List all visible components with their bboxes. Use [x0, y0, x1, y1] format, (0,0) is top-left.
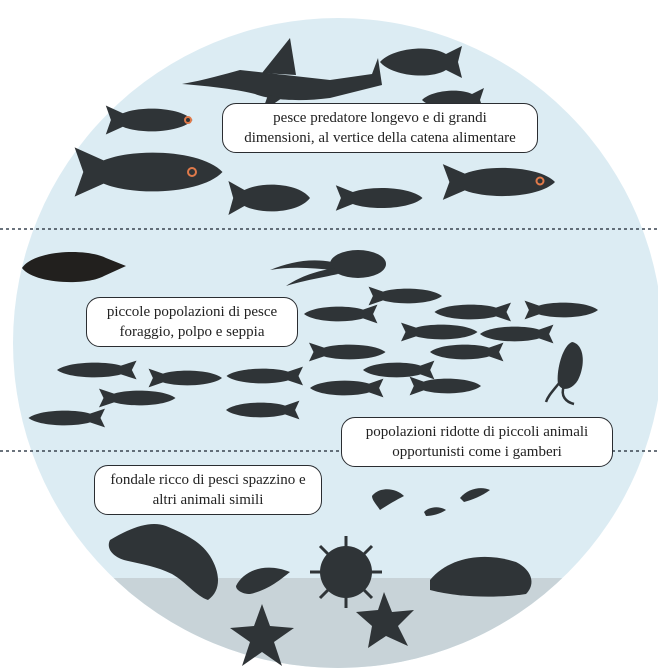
octopus-icon: [270, 250, 386, 286]
eye-icon: [187, 167, 197, 177]
label-opportunists: popolazioni ridotte di piccoli animali o…: [341, 417, 613, 467]
grouper-icon: [22, 252, 126, 283]
sea-cucumber-icon: [108, 523, 218, 600]
shrimp-group: [372, 488, 490, 516]
starfish-icon: [230, 604, 294, 666]
label-top-line-2: dimensioni, al vertice della catena alim…: [244, 130, 516, 146]
anemone-icon: [236, 567, 290, 594]
label-top-predators: pesce predatore longevo e di grandi dime…: [222, 103, 538, 153]
label-right-line-1: popolazioni ridotte di piccoli animali: [365, 424, 589, 440]
fish-icon: [380, 46, 462, 78]
shrimp-icon: [424, 507, 446, 516]
label-right-line-2: opportunisti come i gamberi: [392, 444, 562, 460]
label-middle-line-1: piccole popolazioni di pesce: [106, 304, 278, 320]
shrimp-icon: [372, 489, 404, 510]
sea-urchin-icon: [310, 536, 382, 608]
starfish-icon: [356, 592, 414, 648]
cuttlefish-icon: [544, 342, 583, 406]
eye-icon: [184, 116, 192, 124]
label-bottom-line-1: fondale ricco di pesci spazzino e: [110, 472, 306, 488]
sea-urchin-icon: [430, 556, 532, 597]
shrimp-icon: [460, 488, 490, 502]
eye-icon: [535, 176, 545, 186]
label-top-line-1: pesce predatore longevo e di grandi: [273, 110, 487, 126]
label-bottom-line-2: altri animali simili: [152, 492, 264, 508]
label-scavengers: fondale ricco di pesci spazzino e altri …: [94, 465, 322, 515]
label-forage-fish: piccole popolazioni di pesce foraggio, p…: [86, 297, 298, 347]
label-middle-line-2: foraggio, polpo e seppia: [119, 324, 265, 340]
